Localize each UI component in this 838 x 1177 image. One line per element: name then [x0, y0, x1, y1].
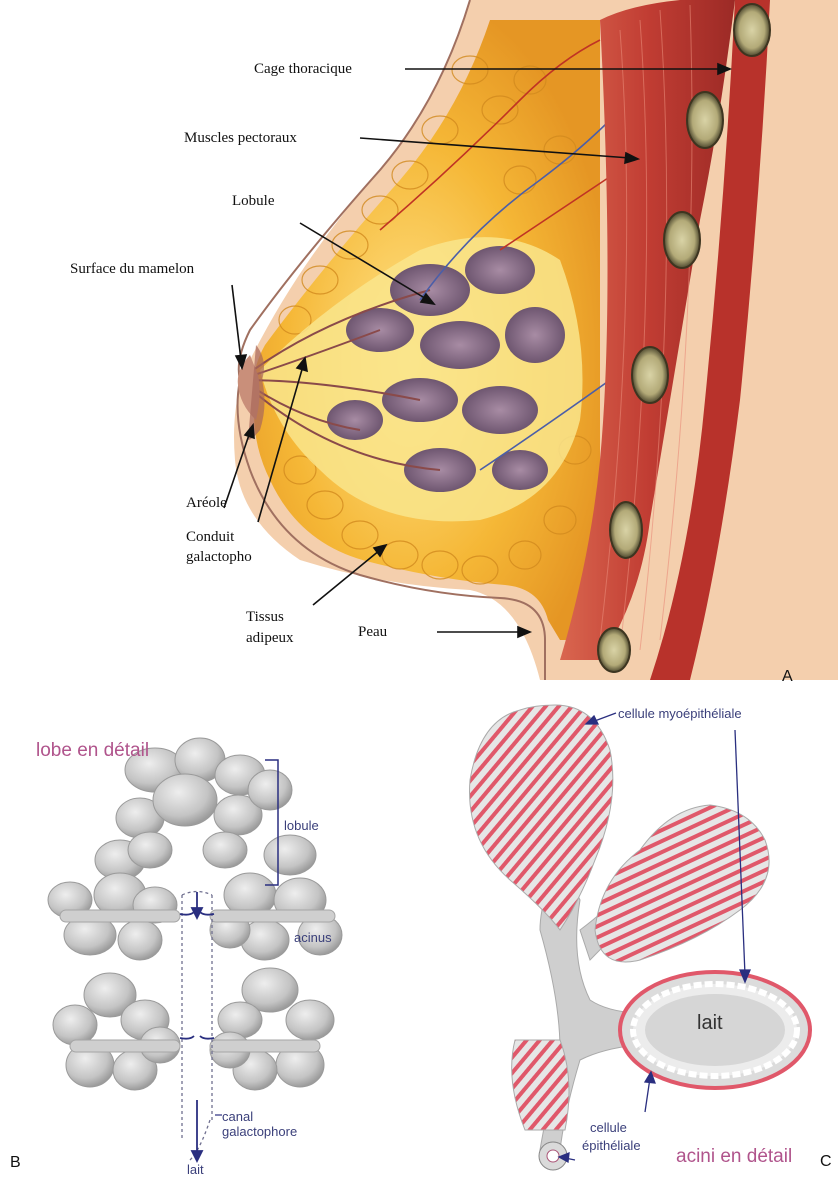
panel-letter-c: C: [820, 1153, 832, 1171]
label-c-myoepitheliale: cellule myoépithéliale: [618, 706, 742, 721]
acini-detail-title: acini en détail: [676, 1146, 792, 1168]
label-c-cellule: cellule: [590, 1120, 627, 1135]
acinus-top-left: [470, 705, 613, 930]
label-c-lait: lait: [697, 1012, 723, 1035]
label-c-epitheliale: épithéliale: [582, 1138, 641, 1153]
